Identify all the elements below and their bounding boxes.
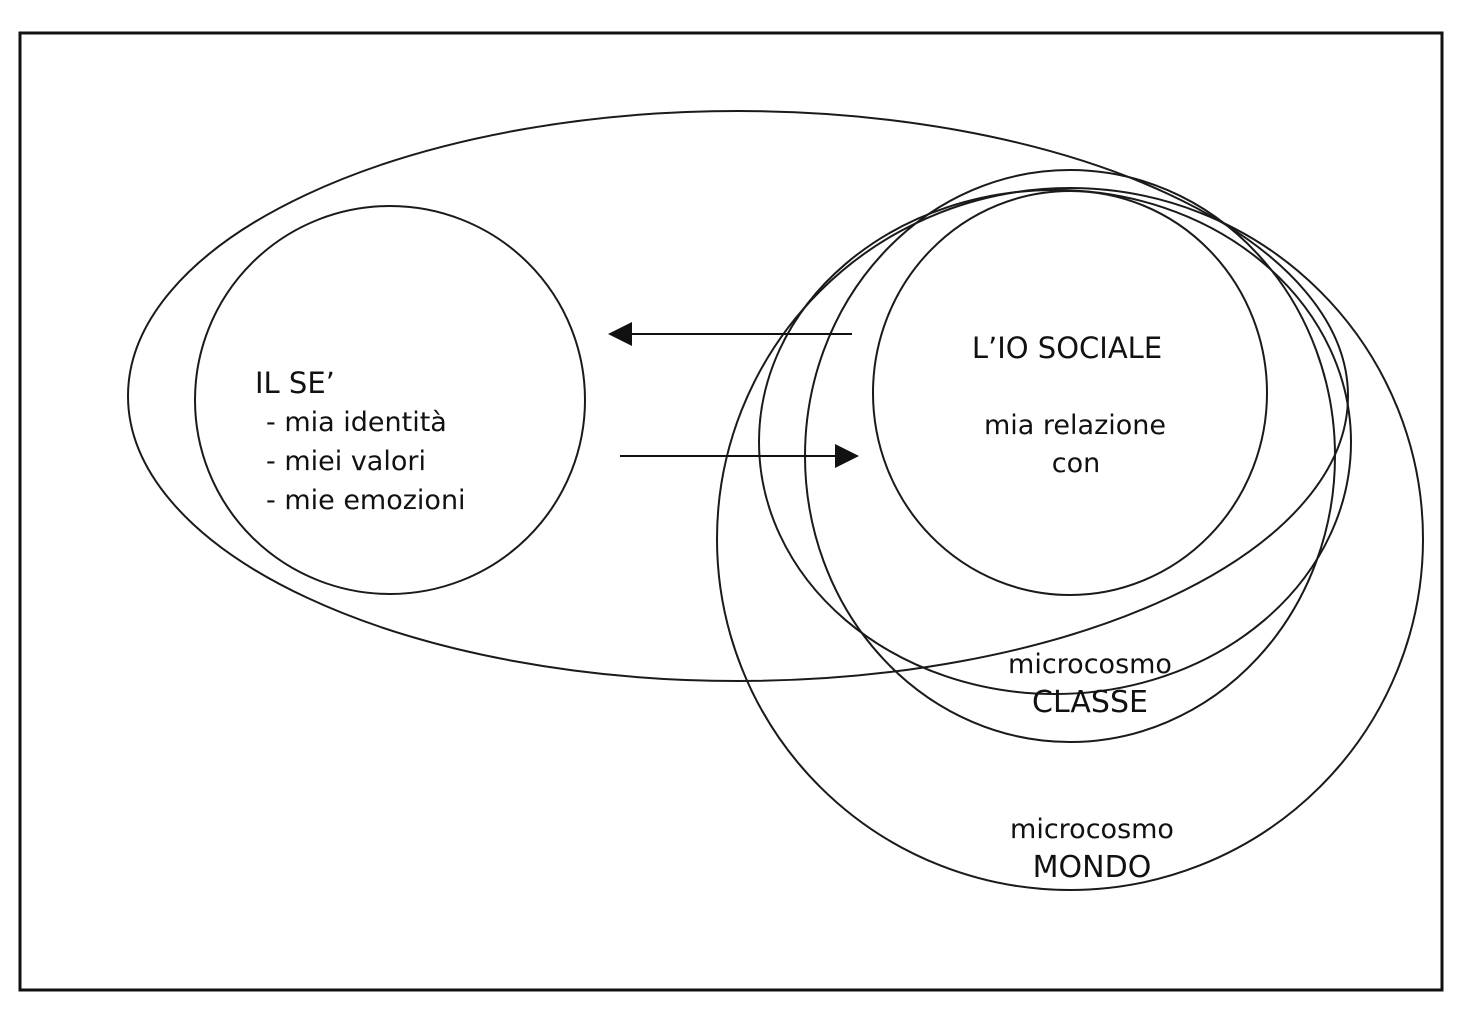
social-line-2: con (1052, 448, 1100, 479)
mondo-circle (716, 187, 1424, 891)
self-item-2: - miei valori (266, 446, 426, 477)
middle-social-circle (758, 189, 1352, 695)
io-sociale-circle (872, 190, 1268, 596)
se-circle (194, 205, 586, 595)
mondo-prefix: microcosmo (1010, 814, 1174, 845)
classe-name: CLASSE (1032, 685, 1148, 720)
diagram-frame (18, 31, 1444, 992)
classe-prefix: microcosmo (1008, 649, 1172, 680)
social-line-1: mia relazione (984, 410, 1166, 441)
self-title: IL SE’ (255, 366, 335, 400)
mondo-name: MONDO (1033, 850, 1152, 885)
self-item-1: - mia identità (266, 407, 447, 438)
self-item-3: - mie emozioni (266, 485, 466, 516)
outer-ellipse (127, 110, 1349, 682)
social-title: L’IO SOCIALE (972, 331, 1162, 365)
